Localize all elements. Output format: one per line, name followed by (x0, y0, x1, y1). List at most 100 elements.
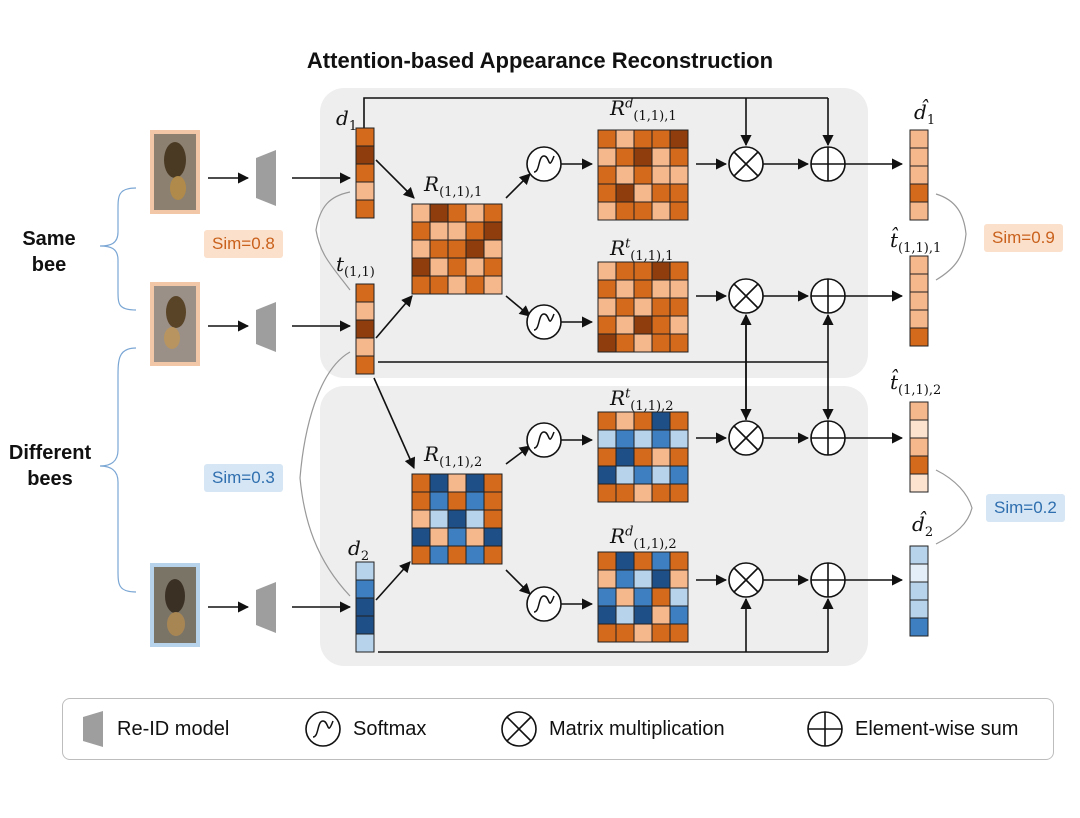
matrix-Rt1-cell (669, 315, 689, 335)
matrix-Rd2-cell (597, 623, 617, 643)
matrix-Rd2-cell (633, 551, 653, 571)
matrix-Rt2-cell (597, 429, 617, 449)
reid-model-icon (83, 711, 103, 747)
matrix-Rt1-cell (651, 297, 671, 317)
matrix-Rd1-cell (633, 129, 653, 149)
vector-t-hat-1-cell (909, 327, 929, 347)
sim-curve-same-output (935, 193, 967, 281)
vector-d1-cell (355, 145, 375, 165)
matrix-Rd1-cell (597, 165, 617, 185)
matrix-Rt2-cell (615, 411, 635, 431)
matrix-Rd2-cell (615, 587, 635, 607)
matrix-Rd1-cell (651, 183, 671, 203)
matrix-Rt1-cell (651, 333, 671, 353)
legend-item-sum: Element-wise sum (805, 699, 1018, 759)
matrix-R1-cell (411, 257, 431, 277)
matrix-Rt2-cell (615, 465, 635, 485)
matrix-Rt1-cell (597, 279, 617, 299)
matrix-Rd1-cell (651, 147, 671, 167)
matrix-Rd1-cell (669, 147, 689, 167)
skip-d1-top (363, 97, 828, 128)
matrix-Rd2-cell (633, 605, 653, 625)
matrix-Rt2-cell (651, 411, 671, 431)
matrix-Rd1-cell (669, 165, 689, 185)
vector-d2-hat-cell (909, 617, 929, 637)
matrix-Rd2-cell (651, 569, 671, 589)
matrix-Rt1-cell (597, 333, 617, 353)
label-d1-hat: d̂1 (914, 100, 936, 128)
matrix-R2-cell (483, 527, 503, 547)
matrix-R2-cell (483, 509, 503, 529)
vector-t-hat-2-cell (909, 419, 929, 439)
matrix-Rt2-cell (615, 483, 635, 503)
matrix-R2-cell (465, 545, 485, 565)
matrix-Rt1-cell (633, 279, 653, 299)
matrix-Rd2-cell (669, 587, 689, 607)
vector-d1-cell (355, 163, 375, 183)
reid-model-3 (256, 582, 276, 633)
arrow-d2-R2 (375, 561, 411, 601)
matrix-R1-cell (429, 203, 449, 223)
matrix-R2-cell (429, 491, 449, 511)
vector-t-cell (355, 283, 375, 303)
matrix-R1-cell (465, 203, 485, 223)
matrix-Rd1-cell (651, 165, 671, 185)
matrix-Rd2-cell (597, 605, 617, 625)
arrow-t-R1 (375, 295, 413, 339)
label-d2-hat: d̂2 (912, 512, 934, 540)
label-t: t(1,1) (336, 252, 375, 280)
sum-op-1 (810, 146, 846, 182)
matrix-R1-cell (447, 257, 467, 277)
matrix-Rt2-cell (633, 465, 653, 485)
vector-t-cell (355, 337, 375, 357)
softmax-op-1 (526, 146, 562, 182)
sum-op-2 (810, 278, 846, 314)
legend-item-softmax: Softmax (303, 699, 426, 759)
matrix-R1-cell (483, 239, 503, 259)
vector-d1-hat-cell (909, 129, 929, 149)
vector-d2-cell (355, 579, 375, 599)
matrix-Rd2-cell (615, 623, 635, 643)
arrow-R1-softmax2 (505, 295, 531, 317)
sum-op-3 (810, 420, 846, 456)
sim-curve-diff-input (299, 351, 351, 597)
matrix-R2-cell (411, 545, 431, 565)
vector-d2-hat-cell (909, 599, 929, 619)
matrix-R1-cell (465, 257, 485, 277)
softmax-op-4 (526, 586, 562, 622)
label-Rt1: Rt(1,1),1 (610, 236, 674, 264)
vector-d2-cell (355, 615, 375, 635)
matrix-Rt1-cell (633, 297, 653, 317)
matmul-op-3 (728, 420, 764, 456)
legend: Re-ID model Softmax Matrix multiplicatio… (62, 698, 1054, 760)
matrix-Rd1-cell (597, 129, 617, 149)
label-t-hat-1: t̂(1,1),1 (890, 228, 942, 256)
panel-different-bees (320, 386, 868, 666)
matrix-R1-cell (411, 221, 431, 241)
label-t-hat-2: t̂(1,1),2 (890, 370, 942, 398)
matrix-Rd1-cell (597, 147, 617, 167)
matrix-Rd2-cell (633, 587, 653, 607)
matrix-Rt1-cell (597, 315, 617, 335)
arrow-R2-softmax3 (505, 445, 531, 465)
matrix-Rd2-cell (597, 569, 617, 589)
matrix-Rd2-cell (615, 551, 635, 571)
label-d2: d2 (348, 536, 370, 564)
matrix-R1-cell (429, 275, 449, 295)
vector-d2-cell (355, 633, 375, 653)
reid-model-2 (256, 302, 276, 352)
matrix-R2-cell (465, 491, 485, 511)
matrix-Rd2-cell (633, 569, 653, 589)
vector-d1-hat-cell (909, 201, 929, 221)
label-R1: R(1,1),1 (424, 172, 483, 200)
matrix-R2-cell (465, 527, 485, 547)
matrix-R2-cell (429, 545, 449, 565)
matrix-Rd1-cell (669, 129, 689, 149)
matrix-R1-cell (447, 239, 467, 259)
matrix-R2-cell (411, 527, 431, 547)
matrix-R1-cell (411, 275, 431, 295)
matrix-Rd2-cell (669, 569, 689, 589)
vector-t-hat-1-cell (909, 255, 929, 275)
